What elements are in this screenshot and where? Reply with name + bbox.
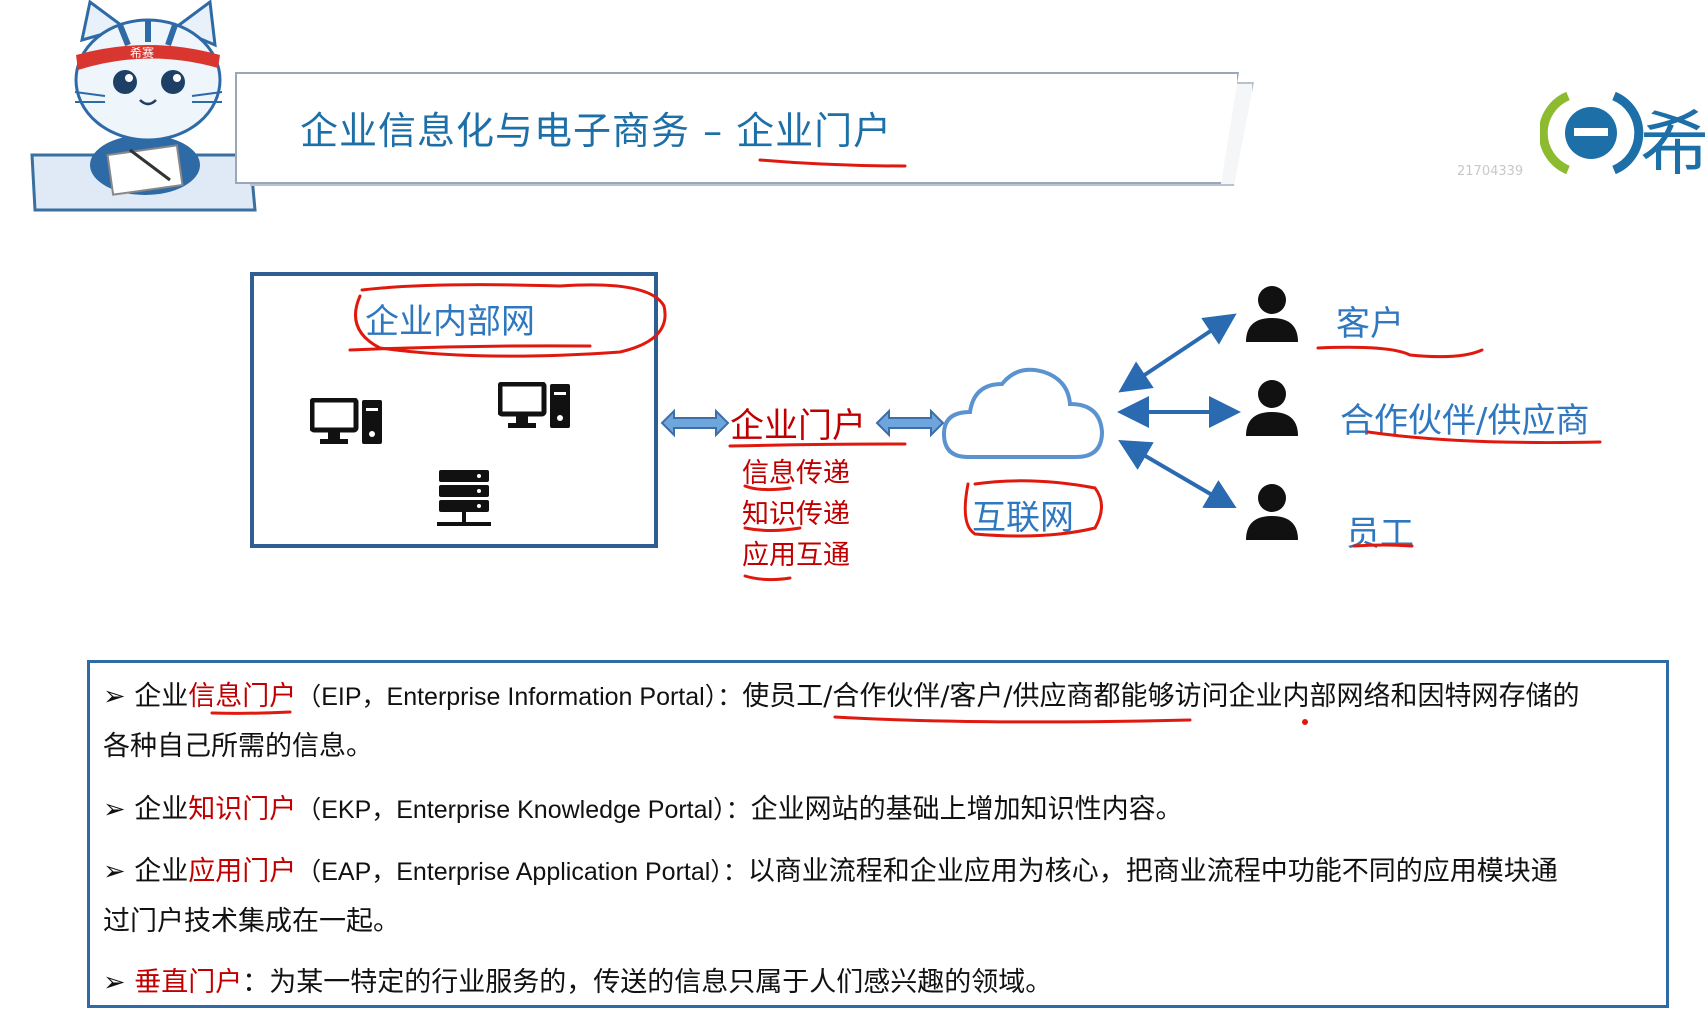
desktop-computer-icon bbox=[498, 382, 570, 428]
desktop-computer-icon bbox=[310, 398, 382, 444]
eap-highlight: 应用门户 bbox=[188, 856, 297, 887]
bullet-arrow-icon: ➢ bbox=[103, 794, 135, 825]
vertical-highlight: 垂直门户 bbox=[134, 967, 243, 998]
watermark-id: 21704339 bbox=[1457, 164, 1524, 179]
person-icon bbox=[1246, 484, 1298, 540]
vertical-desc: ：为某一特定的行业服务的，传送的信息只属于人们感兴趣的领域。 bbox=[242, 967, 1053, 998]
eip-desc-line2: 各种自己所需的信息。 bbox=[103, 731, 373, 762]
portal-function-application: 应用互通 bbox=[742, 540, 850, 571]
bullet-arrow-icon: ➢ bbox=[103, 967, 135, 998]
person-icon bbox=[1246, 286, 1298, 342]
eap-desc-line1: 以商业流程和企业应用为核心，把商业流程中功能不同的应用模块通 bbox=[747, 856, 1558, 887]
page-title: 企业信息化与电子商务 – 企业门户 bbox=[300, 100, 892, 155]
user-partner-supplier-label: 合作伙伴/供应商 bbox=[1340, 401, 1590, 441]
mascot-headband-text: 希赛 bbox=[130, 46, 155, 60]
user-employee-label: 员工 bbox=[1346, 514, 1414, 554]
intranet-label: 企业内部网 bbox=[365, 302, 535, 342]
cloud-icon bbox=[941, 367, 1105, 459]
ekp-highlight: 知识门户 bbox=[188, 794, 297, 825]
eap-desc-line2: 过门户技术集成在一起。 bbox=[103, 906, 400, 937]
person-icon bbox=[1246, 380, 1298, 436]
eip-desc-line1: 使员工/合作伙伴/客户/供应商都能够访问企业内部网络和因特网存储的 bbox=[742, 681, 1580, 712]
brand-logo-icon bbox=[1540, 91, 1644, 175]
eip-prefix: 企业 bbox=[134, 681, 189, 712]
eip-highlight: 信息门户 bbox=[188, 681, 297, 712]
double-arrow-portal-internet bbox=[875, 408, 945, 438]
title-prefix: 企业信息化与电子商务 – bbox=[300, 109, 737, 153]
title-banner bbox=[235, 72, 1239, 184]
definition-vertical: ➢ 垂直门户：为某一特定的行业服务的，传送的信息只属于人们感兴趣的领域。 bbox=[103, 958, 1658, 1008]
title-highlight: 企业门户 bbox=[736, 109, 893, 153]
portal-label: 企业门户 bbox=[730, 406, 866, 446]
definition-eap: ➢ 企业应用门户（EAP，Enterprise Application Port… bbox=[103, 847, 1658, 947]
portal-function-knowledge: 知识传递 bbox=[742, 499, 850, 530]
bullet-arrow-icon: ➢ bbox=[103, 856, 135, 887]
portal-function-info: 信息传递 bbox=[742, 458, 850, 489]
user-arrows bbox=[1117, 313, 1241, 508]
ekp-desc: 企业网站的基础上增加知识性内容。 bbox=[750, 794, 1183, 825]
bullet-arrow-icon: ➢ bbox=[103, 681, 135, 712]
mascot-cat-illustration bbox=[30, 0, 257, 212]
eap-abbr: （EAP，Enterprise Application Portal）： bbox=[296, 858, 748, 886]
server-icon bbox=[437, 470, 491, 526]
eip-abbr: （EIP，Enterprise Information Portal）： bbox=[296, 683, 743, 711]
eap-prefix: 企业 bbox=[134, 856, 189, 887]
internet-label: 互联网 bbox=[972, 498, 1074, 538]
brand-logo-text: 希 bbox=[1640, 103, 1705, 185]
intranet-box bbox=[250, 272, 658, 548]
definition-ekp: ➢ 企业知识门户（EKP，Enterprise Knowledge Portal… bbox=[103, 785, 1658, 835]
user-customer-label: 客户 bbox=[1336, 304, 1404, 344]
double-arrow-intranet-portal bbox=[660, 408, 730, 438]
definitions-box bbox=[87, 660, 1669, 1008]
ekp-prefix: 企业 bbox=[134, 794, 189, 825]
definition-eip: ➢ 企业信息门户（EIP，Enterprise Information Port… bbox=[103, 672, 1658, 772]
ekp-abbr: （EKP，Enterprise Knowledge Portal）： bbox=[296, 796, 751, 824]
